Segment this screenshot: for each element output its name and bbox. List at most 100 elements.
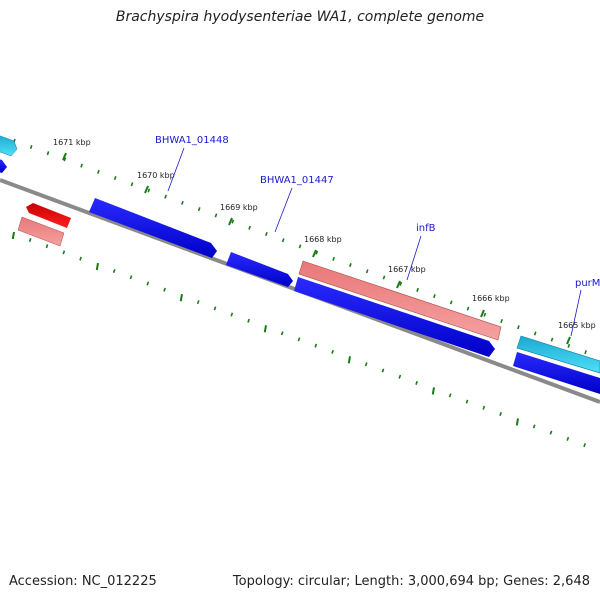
feature-BHWA1_01448[interactable] <box>89 198 217 258</box>
tick-mark <box>448 393 452 398</box>
feature-red-reverse[interactable] <box>26 203 71 228</box>
tick-mark <box>80 163 83 168</box>
tick-mark <box>332 256 335 261</box>
tick-mark <box>164 194 167 199</box>
tick-mark <box>265 231 268 236</box>
tick-mark <box>483 312 487 317</box>
tick-mark <box>29 144 33 149</box>
tick-mark <box>197 207 201 212</box>
tick-mark <box>567 343 571 348</box>
tick-mark <box>365 269 369 274</box>
tick-mark <box>231 219 235 224</box>
tick-mark <box>181 200 184 205</box>
gene-labels: BHWA1_01448 BHWA1_01447 infB purM <box>155 135 600 337</box>
tick-mark <box>566 436 570 441</box>
tick-mark <box>79 256 82 261</box>
tick-mark <box>533 331 537 336</box>
tick-label-1669kbp: 1669 kbp <box>220 203 258 212</box>
tick-mark <box>113 176 117 181</box>
tick-label-1671kbp: 1671 kbp <box>53 138 91 147</box>
tick-mark <box>248 225 251 230</box>
tick-mark <box>315 250 319 255</box>
tick-mark <box>415 380 418 385</box>
feature-cds-infB-partner[interactable] <box>294 277 495 357</box>
tick-mark <box>416 287 419 292</box>
tick-mark <box>97 169 100 174</box>
tick-label-1666kbp: 1666 kbp <box>472 294 510 303</box>
gene-label-BHWA1_01448[interactable]: BHWA1_01448 <box>155 135 229 146</box>
tick-mark <box>347 356 351 364</box>
outer-tick-ring <box>13 138 587 355</box>
tick-mark <box>431 387 435 395</box>
tick-mark <box>95 262 99 271</box>
feature-purM[interactable] <box>516 335 600 374</box>
tick-mark <box>449 300 453 305</box>
tick-mark <box>466 306 470 311</box>
tick-mark <box>499 412 502 417</box>
tick-mark <box>28 237 32 242</box>
tick-mark <box>381 368 385 373</box>
tick-mark <box>583 443 586 448</box>
tick-mark <box>465 399 469 404</box>
tick-mark <box>146 281 150 286</box>
tick-mark <box>331 349 334 354</box>
tick-mark <box>517 325 520 330</box>
tick-mark <box>213 306 217 311</box>
tick-mark <box>297 337 301 342</box>
tick-mark <box>500 319 503 324</box>
tick-label-1667kbp: 1667 kbp <box>388 265 426 274</box>
tick-mark <box>11 231 15 240</box>
tick-mark <box>62 250 66 255</box>
tick-mark <box>549 430 553 435</box>
tick-mark <box>314 343 318 348</box>
tick-mark <box>130 182 134 187</box>
tick-mark <box>532 424 536 429</box>
gene-label-infB[interactable]: infB <box>416 223 436 234</box>
tick-mark <box>281 238 285 243</box>
feature-infB[interactable] <box>298 260 502 341</box>
tick-mark <box>263 325 267 333</box>
genome-summary-text: Topology: circular; Length: 3,000,694 bp… <box>232 574 590 589</box>
tick-mark <box>298 244 302 249</box>
map-title: Brachyspira hyodysenteriae WA1, complete… <box>115 9 485 25</box>
tick-mark <box>399 281 403 286</box>
tick-mark <box>112 269 116 274</box>
tick-mark <box>584 350 587 355</box>
cds-forward-features <box>0 158 600 394</box>
inner-tick-ring <box>11 231 600 457</box>
ruler-major-ticks <box>62 152 571 345</box>
tick-mark <box>515 418 519 426</box>
tick-label-1670kbp: 1670 kbp <box>137 171 175 180</box>
reverse-strand-features <box>17 203 71 247</box>
tick-mark <box>46 151 50 156</box>
tick-mark <box>163 287 166 292</box>
feature-pink-reverse[interactable] <box>17 216 65 247</box>
forward-strand-features <box>0 134 600 374</box>
tick-label-1668kbp: 1668 kbp <box>304 235 342 244</box>
tick-mark <box>147 188 151 193</box>
feature-cds-purM-partner[interactable] <box>513 352 600 394</box>
tick-mark <box>280 331 284 336</box>
tick-label-1665kbp: 1665 kbp <box>558 321 596 330</box>
tick-mark <box>45 244 49 249</box>
gene-label-BHWA1_01447[interactable]: BHWA1_01447 <box>260 175 334 186</box>
tick-mark <box>550 337 554 342</box>
feature-BHWA1_01447[interactable] <box>226 252 293 287</box>
tick-mark <box>382 275 386 280</box>
tick-mark <box>129 275 133 280</box>
accession-text: Accession: NC_012225 <box>9 574 157 589</box>
tick-mark <box>433 294 436 299</box>
ruler-labels: 1671 kbp 1670 kbp 1669 kbp 1668 kbp 1667… <box>53 138 596 330</box>
tick-mark <box>179 293 183 302</box>
tick-mark <box>349 263 352 268</box>
tick-mark <box>214 213 218 218</box>
tick-mark <box>196 300 200 305</box>
tick-mark <box>63 157 67 162</box>
tick-mark <box>482 405 486 410</box>
tick-mark <box>230 312 234 317</box>
feature-rrna-left[interactable] <box>0 134 18 157</box>
feature-bhwa1-left-cut[interactable] <box>0 158 7 173</box>
gene-label-purM[interactable]: purM <box>575 278 600 289</box>
